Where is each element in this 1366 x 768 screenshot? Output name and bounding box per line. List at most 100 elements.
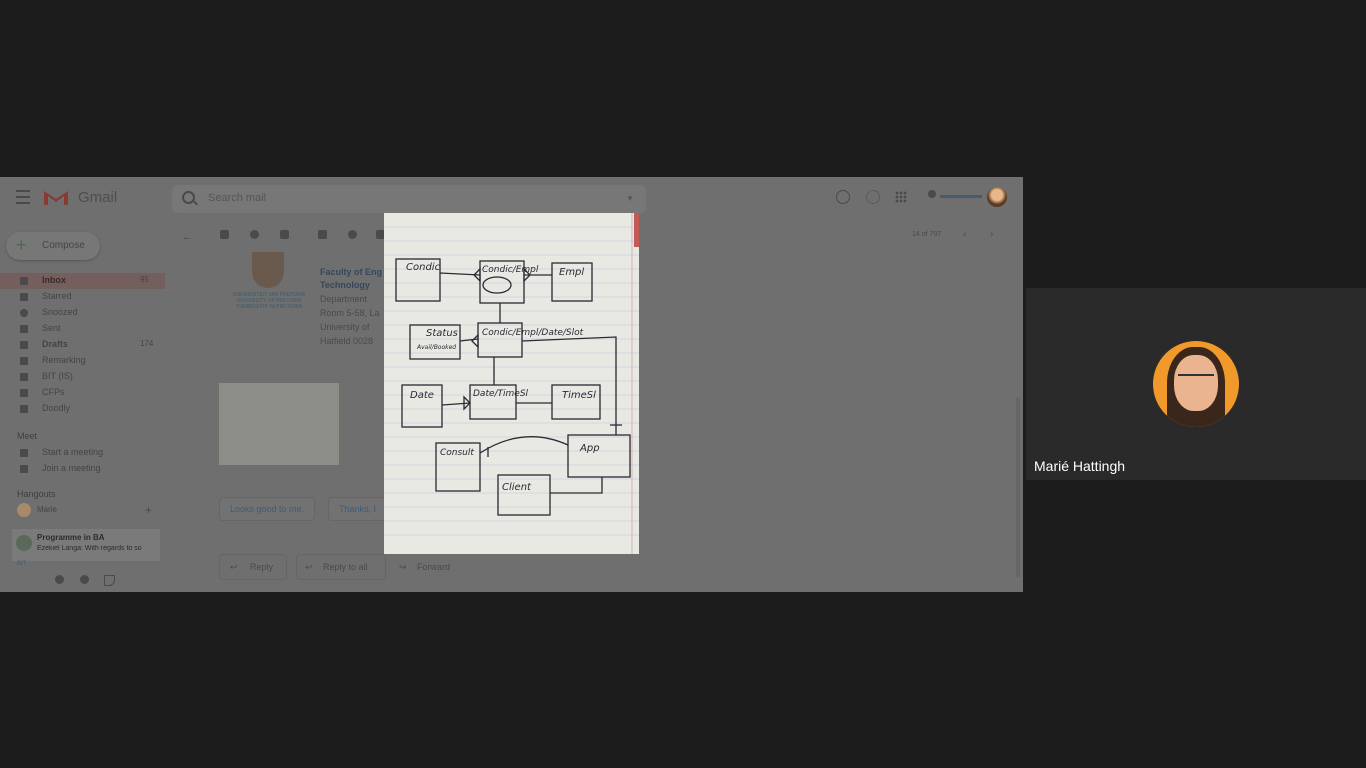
main-menu-icon[interactable] — [16, 190, 30, 204]
entity-box — [497, 474, 551, 516]
search-mail-input[interactable]: Search mail ▼ — [172, 185, 646, 213]
attachment-thumbnail[interactable] — [219, 383, 339, 465]
sidebar-item-label: CFPs — [42, 387, 65, 397]
sidebar-item-doodly[interactable]: Doodly — [0, 401, 165, 417]
compose-label: Compose — [42, 240, 85, 251]
scrollbar[interactable] — [1016, 397, 1020, 577]
sidebar-item-cfps[interactable]: CFPs — [0, 385, 165, 401]
entity-box — [469, 384, 517, 420]
send-icon — [20, 325, 28, 333]
newer-chevron-icon[interactable]: ‹ — [963, 229, 967, 240]
archive-icon[interactable] — [220, 230, 229, 239]
compose-button[interactable]: + Compose — [6, 232, 100, 260]
back-arrow-icon[interactable]: ← — [182, 231, 193, 243]
entity-box — [551, 262, 593, 302]
sidebar-item-snoozed[interactable]: Snoozed — [0, 305, 165, 321]
sidebar-item-label: Drafts — [42, 339, 69, 349]
settings-gear-icon[interactable] — [866, 190, 880, 204]
entity-box — [401, 384, 443, 428]
hangouts-chat-item[interactable]: Programme in BA Ezekiel Langa: With rega… — [12, 529, 160, 561]
entity-label: Condic/Empl/Date/Slot — [482, 328, 584, 338]
entity-label: Date — [410, 390, 434, 401]
hangouts-header: Hangouts — [17, 489, 56, 499]
star-icon — [20, 293, 28, 301]
avatar-face — [1174, 355, 1218, 411]
signature-line: Department — [320, 294, 368, 304]
forward-label: Forward — [417, 562, 451, 572]
entity-label: Status — [426, 328, 458, 339]
entity-sublabel: Avail/Booked — [416, 344, 456, 351]
gmail-brand: Gmail — [78, 189, 118, 206]
signature-line: Room 5-58, La — [320, 308, 380, 318]
signature-line: Faculty of Eng — [320, 267, 383, 277]
sidebar-item-label: Doodly — [42, 403, 71, 413]
delete-trash-icon[interactable] — [280, 230, 289, 239]
smart-reply-chip[interactable]: Looks good to me. — [219, 497, 316, 521]
entity-label: Empl — [559, 267, 584, 278]
keyboard-icon — [20, 465, 28, 473]
smart-reply-chip[interactable]: Thanks, I — [328, 497, 388, 521]
hangouts-self-item[interactable]: Marie + — [0, 503, 165, 519]
report-spam-icon[interactable] — [250, 230, 259, 239]
sidebar-item-label: Remarking — [42, 355, 86, 365]
participant-avatar — [1153, 341, 1239, 427]
meet-header: Meet — [17, 431, 38, 441]
reply-all-button[interactable]: ↩ Reply to all — [296, 554, 386, 580]
reply-button[interactable]: ↩ Reply — [219, 554, 287, 580]
help-icon[interactable] — [836, 190, 850, 204]
university-name-text: UNIVERSITEIT VAN PRETORIA UNIVERSITY OF … — [232, 292, 306, 310]
attachment-image-preview: Condic Condic/Empl Empl Status Avail/Boo… — [384, 213, 639, 554]
sidebar-item-remarking[interactable]: Remarking — [0, 353, 165, 369]
sidebar-item-label: Starred — [42, 291, 72, 301]
search-options-caret-icon[interactable]: ▼ — [626, 194, 634, 203]
entity-box — [567, 434, 631, 478]
entity-box — [435, 442, 481, 492]
forward-button[interactable]: ↪ Forward — [390, 554, 472, 580]
unread-count: 95 — [140, 275, 149, 284]
signature-line: University of — [320, 322, 370, 332]
reply-arrow-icon: ↩ — [230, 562, 238, 572]
entity-label: Condic/Empl — [482, 265, 539, 275]
sidebar-item-bit-is[interactable]: BIT (IS) — [0, 369, 165, 385]
join-meeting-link[interactable]: Join a meeting — [0, 461, 165, 477]
sidebar-item-starred[interactable]: Starred — [0, 289, 165, 305]
account-avatar[interactable] — [987, 187, 1007, 207]
sidebar-item-label: BIT (IS) — [42, 371, 73, 381]
entity-box — [551, 384, 601, 420]
message-pager: 14 of 797 — [912, 231, 942, 238]
avatar-glasses — [1178, 374, 1214, 384]
university-crest-logo — [252, 252, 284, 288]
older-chevron-icon[interactable]: › — [990, 229, 994, 240]
participant-tile[interactable]: Marié Hattingh — [1026, 288, 1366, 480]
apps-grid-icon[interactable] — [895, 191, 907, 203]
contacts-person-icon[interactable] — [55, 575, 64, 584]
add-task-icon[interactable] — [376, 230, 385, 239]
start-meeting-link[interactable]: Start a meeting — [0, 445, 165, 461]
chat-title: Programme in BA — [37, 533, 105, 542]
entity-label: Date/TimeSl — [473, 389, 529, 399]
signature-line: Hatfield 0028 — [320, 336, 374, 346]
chat-bubble-icon[interactable] — [80, 575, 89, 584]
entity-box — [479, 260, 525, 304]
mark-unread-icon[interactable] — [318, 230, 327, 239]
snooze-clock-icon[interactable] — [348, 230, 357, 239]
entity-label: Consult — [440, 448, 474, 458]
chat-extra-label: BIT — [17, 561, 27, 567]
signature-line: Technology — [320, 280, 370, 290]
account-switcher[interactable] — [926, 186, 986, 208]
sidebar-item-sent[interactable]: Sent — [0, 321, 165, 337]
sidebar-item-label: Sent — [42, 323, 61, 333]
person-icon — [928, 190, 936, 198]
plus-icon: + — [16, 235, 27, 255]
add-plus-icon[interactable]: + — [145, 503, 153, 517]
entity-label: Client — [502, 482, 532, 493]
participant-name: Marié Hattingh — [1034, 458, 1126, 474]
erd-sketch-drawing: Condic Condic/Empl Empl Status Avail/Boo… — [384, 213, 639, 554]
search-icon — [182, 191, 195, 204]
phone-icon[interactable] — [104, 575, 115, 586]
forward-arrow-icon: ↪ — [399, 562, 407, 572]
label-icon — [20, 373, 28, 381]
